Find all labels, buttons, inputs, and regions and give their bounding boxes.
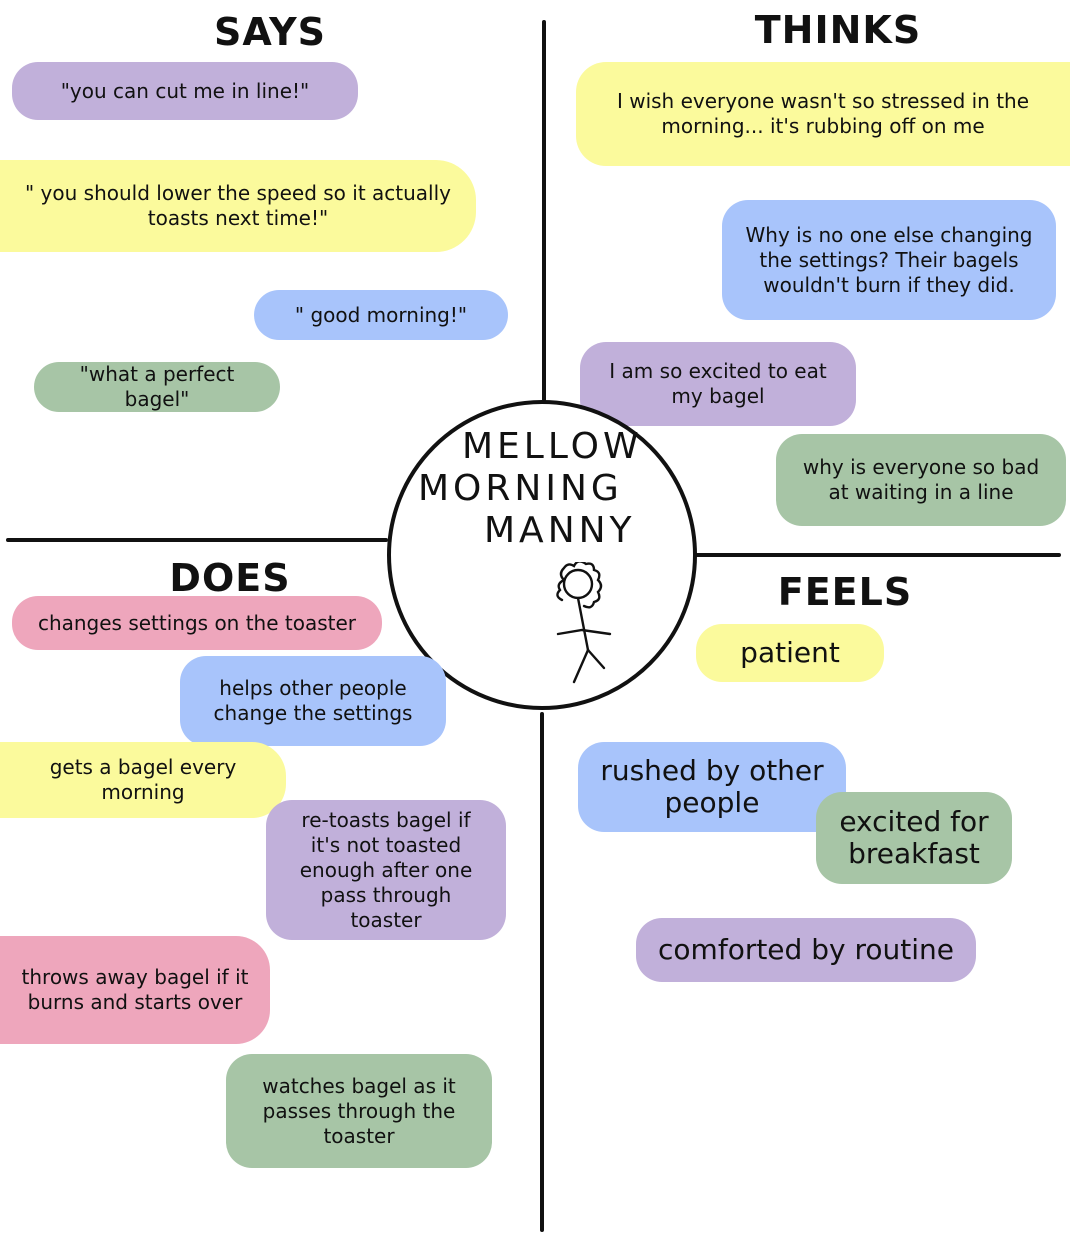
thinks-header: THINKS xyxy=(754,8,922,52)
stick-figure-icon xyxy=(556,562,612,684)
does-note: throws away bagel if it burns and starts… xyxy=(0,936,270,1044)
says-header: SAYS xyxy=(213,10,327,54)
does-note: watches bagel as it passes through the t… xyxy=(226,1054,492,1168)
does-note: helps other people change the settings xyxy=(180,656,446,746)
persona-name-line-1: MELLOW xyxy=(462,426,643,467)
vertical-divider-bottom xyxy=(540,712,544,1232)
thinks-note: why is everyone so bad at waiting in a l… xyxy=(776,434,1066,526)
vertical-divider-top xyxy=(542,20,546,402)
persona-circle xyxy=(387,400,697,710)
thinks-note: I am so excited to eat my bagel xyxy=(580,342,856,426)
feels-note: comforted by routine xyxy=(636,918,976,982)
feels-note: patient xyxy=(696,624,884,682)
says-note: " you should lower the speed so it actua… xyxy=(0,160,476,252)
does-header: DOES xyxy=(169,556,291,600)
does-note: gets a bagel every morning xyxy=(0,742,286,818)
says-note: "what a perfect bagel" xyxy=(34,362,280,412)
horizontal-divider-left xyxy=(6,538,388,542)
feels-note: excited for breakfast xyxy=(816,792,1012,884)
horizontal-divider-right xyxy=(694,553,1061,557)
says-note: "you can cut me in line!" xyxy=(12,62,358,120)
thinks-note: I wish everyone wasn't so stressed in th… xyxy=(576,62,1070,166)
feels-header: FEELS xyxy=(777,570,913,614)
says-note: " good morning!" xyxy=(254,290,508,340)
thinks-note: Why is no one else changing the settings… xyxy=(722,200,1056,320)
persona-name-line-3: MANNY xyxy=(484,510,636,551)
persona-name-line-2: MORNING xyxy=(418,468,623,509)
does-note: changes settings on the toaster xyxy=(12,596,382,650)
does-note: re-toasts bagel if it's not toasted enou… xyxy=(266,800,506,940)
feels-note: rushed by other people xyxy=(578,742,846,832)
